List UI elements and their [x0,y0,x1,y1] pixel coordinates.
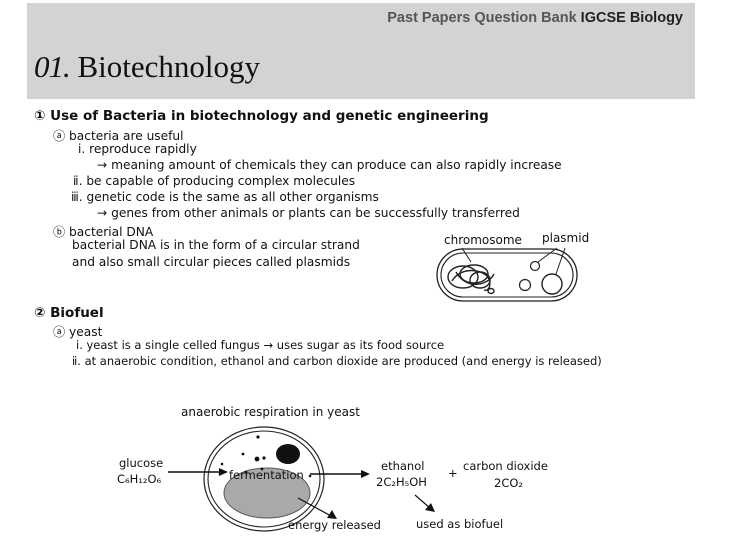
s1-b-line2: and also small circular pieces called pl… [72,255,351,269]
plasmid-pointer-1 [537,247,558,263]
yeast-diagram-title: anaerobic respiration in yeast [181,405,360,419]
yeast-cell-outer [203,426,325,532]
bacterium-cell-outer [436,248,578,302]
section2-title: ② Biofuel [34,305,104,321]
plus-sign: + [448,466,458,480]
s1-a-i-note: → meaning amount of chemicals they can p… [97,158,562,172]
yeast-diagram [168,426,435,532]
plasmid-pointer-2 [555,247,566,275]
glucose-formula: C₆H₁₂O₆ [117,472,162,486]
co2-label: carbon dioxide [463,459,548,473]
chapter-number: 01. [34,49,71,84]
yeast-vacuole [223,467,311,519]
s1-a-i: ⅰ. reproduce rapidly [78,142,197,156]
co2-formula: 2CO₂ [494,476,524,490]
s1-a-iii: ⅲ. genetic code is the same as all other… [71,190,379,204]
energy-label: energy released [288,518,381,532]
bacterium-diagram [436,247,578,302]
chapter-title: Biotechnology [77,49,261,84]
s1-a-iii-note: → genes from other animals or plants can… [97,206,520,220]
plasmid-label: plasmid [542,231,590,245]
yeast-cell-inner [207,430,321,528]
ethanol-label: ethanol [381,459,425,473]
yeast-granules [218,435,312,478]
yeast-nucleus [276,444,300,464]
ethanol-formula: 2C₂H₅OH [376,475,427,489]
subject-prefix: Past Papers Question Bank [387,10,581,26]
chromosome-label: chromosome [444,233,522,247]
header-banner: Past Papers Question Bank IGCSE Biology … [27,3,695,99]
subject-bold: IGCSE Biology [580,10,683,26]
s1-b-line1: bacterial DNA is in the form of a circul… [72,238,360,252]
arrow-energy [297,497,334,518]
s1-b-title: ⓑ bacterial DNA [53,225,154,239]
fermentation-label: fermentation [229,468,304,482]
section1-title: ① Use of Bacteria in biotechnology and g… [34,108,489,124]
plasmid-small [518,278,532,292]
chromosome-pointer [461,247,472,263]
s2-a-i: ⅰ. yeast is a single celled fungus → use… [76,338,445,352]
subject-header: Past Papers Question Bank IGCSE Biology [387,10,683,26]
bacterium-cell-inner [440,252,574,298]
plasmid-tiny [529,260,541,272]
s2-a-title: ⓐ yeast [53,325,103,339]
biofuel-label: used as biofuel [416,517,504,531]
s2-a-ii: ⅱ. at anaerobic condition, ethanol and c… [72,354,602,368]
s1-a-ii: ⅱ. be capable of producing complex molec… [73,174,356,188]
chapter-heading: 01. Biotechnology [34,49,260,85]
plasmid-large [541,273,563,295]
glucose-label: glucose [119,456,164,470]
chromosome-strand [447,264,495,295]
s1-a-title: ⓐ bacteria are useful [53,129,184,143]
